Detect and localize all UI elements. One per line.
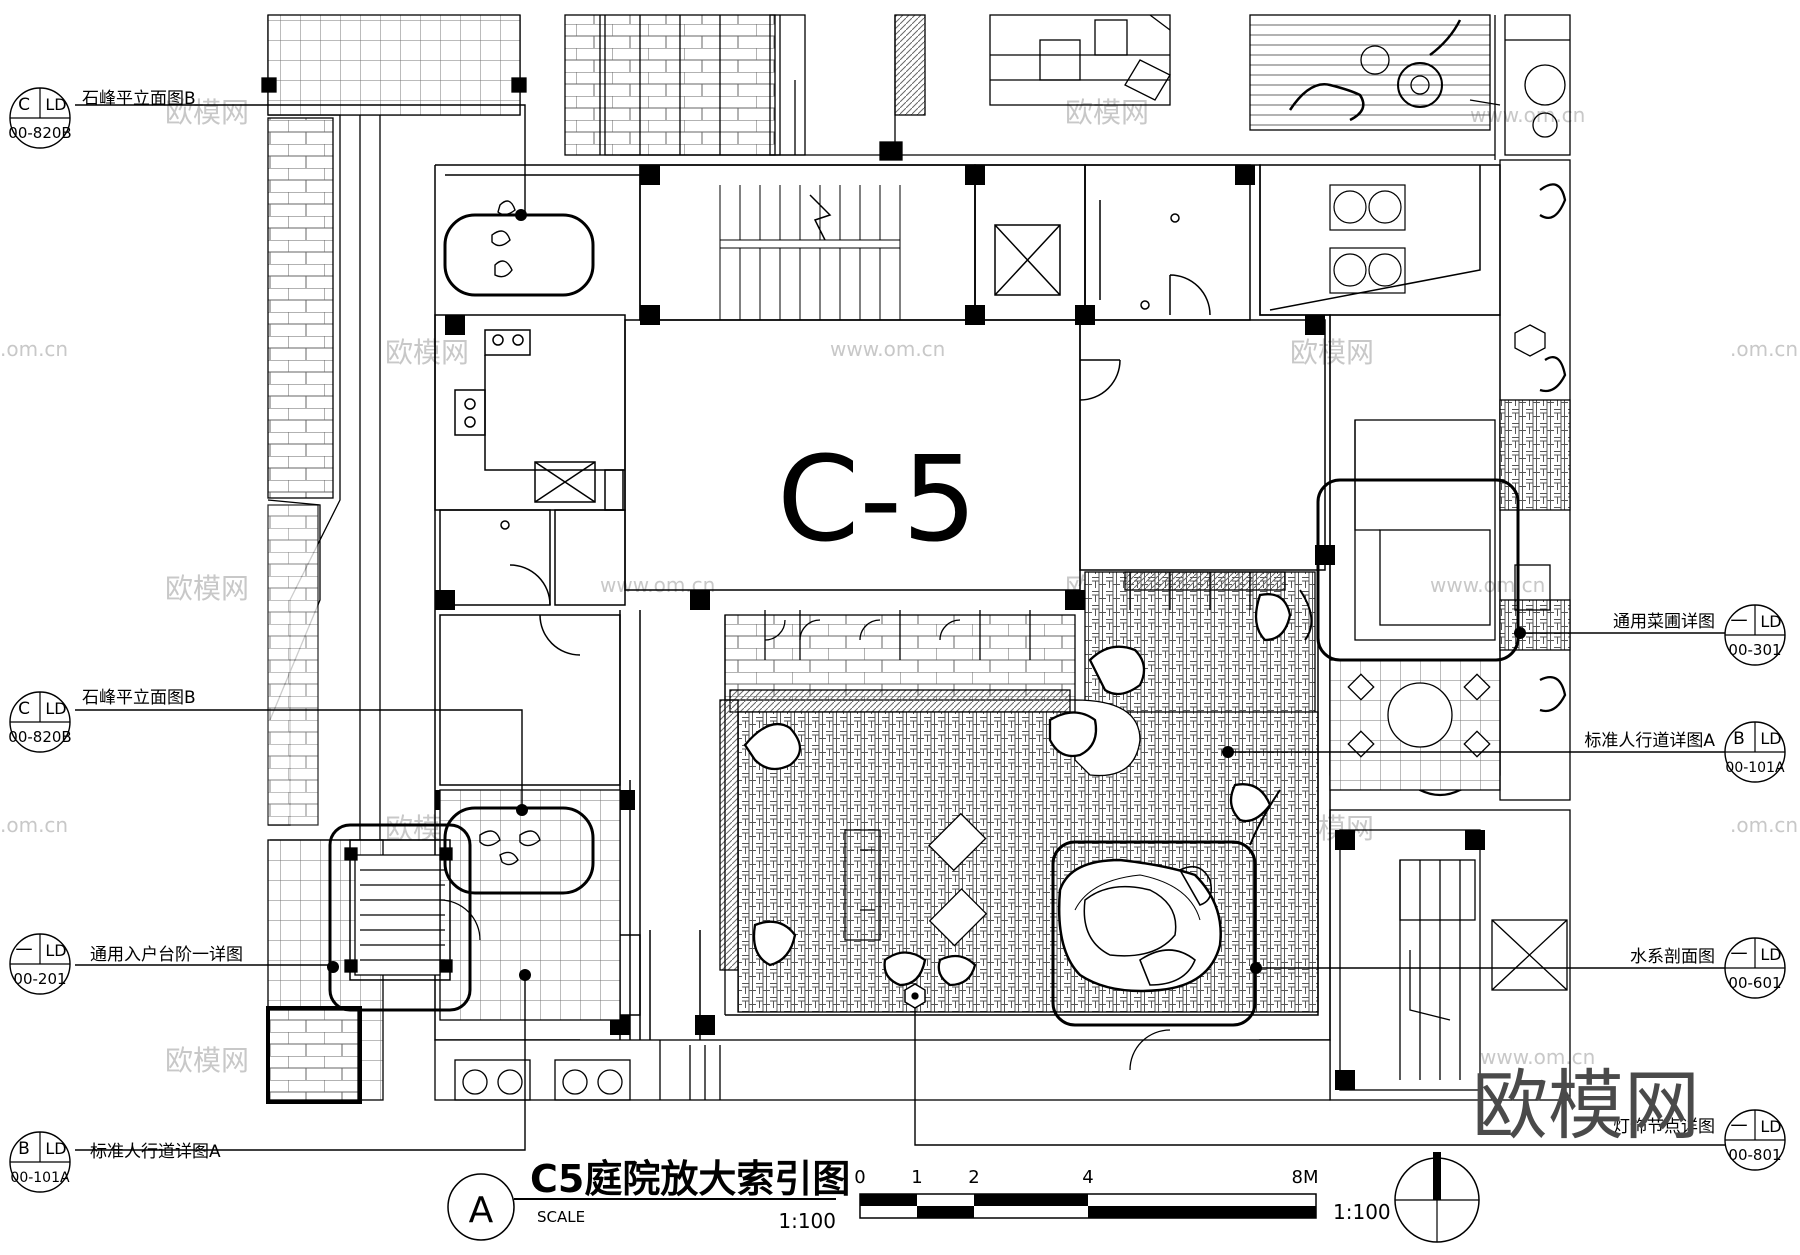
scale-tick-8m: 8M	[1292, 1167, 1319, 1188]
callout-c7-label: 水系剖面图	[1630, 947, 1715, 967]
bubble-c8: 一 LD 00-801 灯饰节点详图	[1613, 1109, 1786, 1171]
callout-entrance-step	[75, 823, 472, 1012]
callout-c5-right: LD	[1760, 612, 1781, 631]
bubble-c2: C LD 00-820B 石峰平立面图B	[8, 688, 196, 753]
callout-c8-top: 一	[1731, 1117, 1748, 1137]
watermark-small: 欧模网	[165, 1044, 249, 1077]
top-buildings	[564, 14, 1571, 161]
rock-features	[743, 593, 1477, 987]
watermark-url: www.om.cn	[1430, 573, 1545, 597]
callout-shifeng-b-2	[75, 709, 595, 895]
callout-sidewalk-left	[75, 969, 531, 1151]
callout-c5-top: 一	[1731, 612, 1748, 632]
callout-sidewalk-right	[1222, 746, 1725, 758]
scale-tick-4: 4	[1082, 1167, 1093, 1188]
callout-c4-right: LD	[45, 1139, 66, 1158]
callout-c2-sheet: 00-820B	[8, 728, 71, 746]
callout-c7-sheet: 00-601	[1728, 974, 1781, 992]
callout-bubbles: C LD 00-820B 石峰平立面图B C LD 00-820B 石峰平立面图…	[8, 87, 1786, 1193]
callout-lamp	[914, 1008, 1725, 1146]
callout-c3-right: LD	[45, 941, 66, 960]
callout-c4-sheet: 00-101A	[10, 1170, 70, 1186]
callout-c1-label: 石峰平立面图B	[82, 89, 196, 109]
scale-label: SCALE	[537, 1208, 585, 1226]
scale-bar: 0 1 2 4 8M 1:100	[854, 1167, 1390, 1224]
callout-shifeng-b-1	[75, 104, 595, 297]
callout-c6-label: 标准人行道详图A	[1584, 731, 1715, 751]
callout-c1-top: C	[18, 95, 30, 115]
scale-value: 1:100	[778, 1209, 836, 1233]
callout-c6-right: LD	[1760, 729, 1781, 748]
scale-tick-2: 2	[968, 1167, 979, 1188]
callout-c4-top: B	[18, 1139, 30, 1159]
callout-c2-label: 石峰平立面图B	[82, 688, 196, 708]
callout-c4-label: 标准人行道详图A	[90, 1142, 221, 1162]
watermark-small: 欧模网	[165, 572, 249, 605]
callout-c8-sheet: 00-801	[1728, 1146, 1781, 1164]
scale-bar-ratio: 1:100	[1333, 1200, 1391, 1224]
bottom-buildings	[434, 1029, 1331, 1101]
callout-c5-label: 通用菜圃详图	[1613, 612, 1715, 632]
watermark-url-edge: .om.cn	[1730, 337, 1798, 361]
callout-c6-sheet: 00-101A	[1725, 760, 1785, 776]
watermark-brand: 欧模网	[1472, 1061, 1700, 1150]
watermark-url: www.om.cn	[830, 337, 945, 361]
drawing-tag: A	[469, 1190, 494, 1231]
callout-c8-label: 灯饰节点详图	[1613, 1117, 1715, 1137]
watermark-small: 欧模网	[1290, 336, 1374, 369]
scale-tick-0: 0	[854, 1167, 865, 1188]
callout-c3-top: 一	[16, 941, 33, 961]
bubble-c7: 一 LD 00-601 水系剖面图	[1630, 937, 1786, 999]
watermark-url-edge: .om.cn	[0, 813, 68, 837]
title-block: A C5庭院放大索引图 SCALE 1:100	[447, 1157, 850, 1241]
north-arrow-icon	[1394, 1152, 1480, 1243]
callout-c7-right: LD	[1760, 945, 1781, 964]
bubble-c5: 一 LD 00-301 通用菜圃详图	[1613, 604, 1786, 666]
index-callouts	[75, 104, 1725, 1151]
callout-c3-sheet: 00-201	[13, 970, 66, 988]
water-feature	[1057, 858, 1222, 993]
callout-c3-label: 通用入户台阶一详图	[90, 945, 243, 965]
callout-c2-right: LD	[45, 699, 66, 718]
bubble-c3: 一 LD 00-201 通用入户台阶一详图	[9, 933, 243, 995]
callout-c6-top: B	[1733, 729, 1745, 749]
courtyard	[719, 571, 1477, 1016]
drawing-title: C5庭院放大索引图	[530, 1157, 850, 1201]
watermark-small: 欧模网	[1065, 96, 1149, 129]
callout-water-feature	[1051, 840, 1725, 1027]
watermark-small: 欧模网	[385, 336, 469, 369]
scale-tick-1: 1	[911, 1167, 922, 1188]
watermark-small: 欧模网	[165, 96, 249, 129]
watermark-url-edge: .om.cn	[0, 337, 68, 361]
callout-vegetable-garden	[1316, 478, 1725, 662]
bubble-c1: C LD 00-820B 石峰平立面图B	[8, 87, 196, 149]
callout-c2-top: C	[18, 699, 30, 719]
callout-c1-right: LD	[45, 95, 66, 114]
courtyard-pavilion	[844, 812, 988, 947]
callout-c1-sheet: 00-820B	[8, 124, 71, 142]
callout-c7-top: 一	[1731, 945, 1748, 965]
bubble-c4: B LD 00-101A 标准人行道详图A	[9, 1131, 221, 1193]
block-label: C-5	[777, 430, 977, 568]
callout-c8-right: LD	[1760, 1117, 1781, 1136]
right-wing	[1329, 159, 1571, 1101]
callout-c5-sheet: 00-301	[1728, 641, 1781, 659]
bubble-c6: B LD 00-101A 标准人行道详图A	[1584, 721, 1786, 783]
watermark-url-edge: .om.cn	[1730, 813, 1798, 837]
watermark-url: www.om.cn	[1480, 1045, 1595, 1069]
